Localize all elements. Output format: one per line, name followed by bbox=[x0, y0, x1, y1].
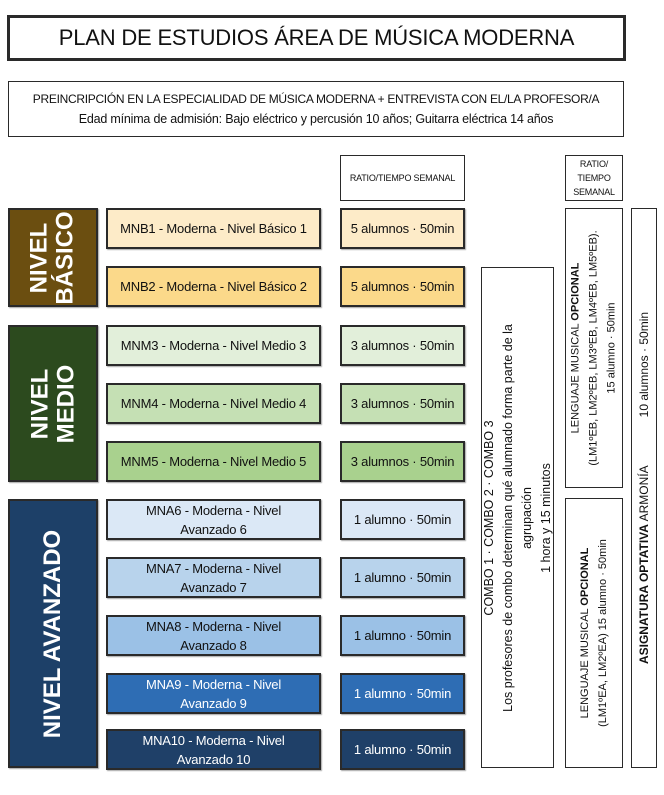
course-4: MNM4 - Moderna - Nivel Medio 4 bbox=[106, 383, 321, 424]
admission-info: PREINCRIPCIÓN EN LA ESPECIALIDAD DE MÚSI… bbox=[8, 81, 624, 137]
armonia-box: ASIGNATURA OPTATIVA ARMONÍA 10 alumnos · … bbox=[631, 208, 657, 768]
course-ratio-6: 1 alumno · 50min bbox=[340, 499, 465, 540]
combo-description: Los profesores de combo determinan qué a… bbox=[500, 323, 515, 712]
lenguaje-musical-basico-text: LENGUAJE MUSICAL OPCIONAL (LM1ºEB, LM2ºE… bbox=[567, 230, 621, 465]
lenguaje-musical-avanzado: LENGUAJE MUSICAL OPCIONAL (LM1ºEA, LM2ºE… bbox=[565, 498, 623, 768]
lm-basico-ratio: 15 alumno · 50min bbox=[606, 302, 618, 394]
course-ratio-text: 3 alumnos · 50min bbox=[350, 396, 455, 411]
course-name-line2: Avanzado 7 bbox=[180, 579, 247, 595]
armonia-optativa: ASIGNATURA OPTATIVA bbox=[637, 524, 652, 665]
combo-names: COMBO 1 · COMBO 2 · COMBO 3 bbox=[481, 419, 496, 616]
lm-basico-title: LENGUAJE MUSICAL bbox=[570, 320, 582, 434]
course-ratio-text: 3 alumnos · 50min bbox=[350, 454, 455, 469]
course-ratio-2: 5 alumnos · 50min bbox=[340, 266, 465, 307]
level-basico: NIVEL BÁSICO bbox=[8, 208, 98, 307]
course-name: MNB1 - Moderna - Nivel Básico 1 bbox=[120, 221, 307, 236]
level-avanzado: NIVEL AVANZADO bbox=[8, 499, 98, 768]
course-name: MNM3 - Moderna - Nivel Medio 3 bbox=[120, 338, 307, 353]
level-medio-label: NIVEL MEDIO bbox=[25, 364, 79, 443]
course-ratio-1: 5 alumnos · 50min bbox=[340, 208, 465, 249]
course-ratio-text: 5 alumnos · 50min bbox=[350, 279, 455, 294]
admission-requirement: PREINCRIPCIÓN EN LA ESPECIALIDAD DE MÚSI… bbox=[32, 92, 600, 106]
course-name-line2: Avanzado 10 bbox=[176, 751, 251, 767]
course-ratio-text: 1 alumno · 50min bbox=[353, 512, 452, 527]
course-ratio-7: 1 alumno · 50min bbox=[340, 557, 465, 598]
lm-basico-opcional: OPCIONAL bbox=[570, 262, 582, 321]
course-5: MNM5 - Moderna - Nivel Medio 5 bbox=[106, 441, 321, 482]
armonia-subject: ARMONÍA bbox=[637, 465, 652, 525]
combo-duration: 1 hora y 15 minutos bbox=[538, 462, 553, 573]
combo-text: COMBO 1 · COMBO 2 · COMBO 3 Los profesor… bbox=[480, 324, 556, 712]
course-ratio-9: 1 alumno · 50min bbox=[340, 673, 465, 714]
armonia-text: ASIGNATURA OPTATIVA ARMONÍA 10 alumnos · … bbox=[637, 312, 651, 664]
ratio-header-right-line3: SEMANAL bbox=[573, 187, 615, 197]
level-basico-line2: BÁSICO bbox=[52, 210, 79, 305]
ratio-header-right-line2: TIEMPO bbox=[577, 173, 611, 183]
course-name-line2: Avanzado 6 bbox=[180, 521, 247, 537]
course-3: MNM3 - Moderna - Nivel Medio 3 bbox=[106, 325, 321, 366]
lm-avanzado-title: LENGUAJE MUSICAL bbox=[579, 605, 591, 719]
course-name-line1: MNA7 - Moderna - Nivel bbox=[145, 560, 282, 576]
combo-box: COMBO 1 · COMBO 2 · COMBO 3 Los profesor… bbox=[481, 267, 554, 768]
minimum-age: Edad mínima de admisión: Bajo eléctrico … bbox=[78, 112, 554, 126]
ratio-header-text: RATIO/TIEMPO SEMANAL bbox=[349, 173, 456, 183]
lm-avanzado-opcional: OPCIONAL bbox=[579, 547, 591, 606]
course-ratio-10: 1 alumno · 50min bbox=[340, 729, 465, 770]
page-title: PLAN DE ESTUDIOS ÁREA DE MÚSICA MODERNA bbox=[7, 15, 626, 61]
course-name: MNM5 - Moderna - Nivel Medio 5 bbox=[120, 454, 307, 469]
course-ratio-3: 3 alumnos · 50min bbox=[340, 325, 465, 366]
level-medio-line2: MEDIO bbox=[51, 364, 79, 443]
course-2: MNB2 - Moderna - Nivel Básico 2 bbox=[106, 266, 321, 307]
course-name-line1: MNA8 - Moderna - Nivel bbox=[145, 618, 282, 634]
armonia-ratio: 10 alumnos · 50min bbox=[637, 311, 652, 418]
ratio-header-right-line1: RATIO/ bbox=[579, 159, 609, 169]
course-ratio-8: 1 alumno · 50min bbox=[340, 615, 465, 656]
lm-basico-courses: (LM1ºEB, LM2ºEB, LM3ºEB, LM4ºEB, LM5ºEB)… bbox=[588, 230, 600, 466]
course-ratio-text: 1 alumno · 50min bbox=[353, 570, 452, 585]
lm-avanzado-courses: (LM1ºEA, LM2ºEA) 15 alumno · 50min bbox=[597, 539, 609, 727]
ratio-header-right: RATIO/ TIEMPO SEMANAL bbox=[565, 155, 623, 201]
course-name-line1: MNA10 - Moderna - Nivel bbox=[142, 732, 285, 748]
combo-description-cont: agrupación bbox=[519, 486, 534, 549]
course-name: MNB2 - Moderna - Nivel Básico 2 bbox=[120, 279, 307, 294]
course-name-line1: MNA9 - Moderna - Nivel bbox=[145, 676, 282, 692]
lenguaje-musical-basico: LENGUAJE MUSICAL OPCIONAL (LM1ºEB, LM2ºE… bbox=[565, 208, 623, 488]
course-ratio-4: 3 alumnos · 50min bbox=[340, 383, 465, 424]
ratio-header: RATIO/TIEMPO SEMANAL bbox=[340, 155, 465, 201]
level-avanzado-label: NIVEL AVANZADO bbox=[39, 529, 67, 738]
course-name-line1: MNA6 - Moderna - Nivel bbox=[145, 502, 282, 518]
course-ratio-text: 1 alumno · 50min bbox=[353, 628, 452, 643]
course-name: MNM4 - Moderna - Nivel Medio 4 bbox=[120, 396, 307, 411]
course-ratio-text: 5 alumnos · 50min bbox=[350, 221, 455, 236]
page-title-text: PLAN DE ESTUDIOS ÁREA DE MÚSICA MODERNA bbox=[58, 25, 575, 50]
course-ratio-text: 1 alumno · 50min bbox=[353, 742, 452, 757]
level-medio-line1: NIVEL bbox=[25, 368, 53, 439]
level-medio: NIVEL MEDIO bbox=[8, 325, 98, 482]
level-basico-line1: NIVEL bbox=[26, 222, 53, 293]
course-ratio-text: 1 alumno · 50min bbox=[353, 686, 452, 701]
course-ratio-text: 3 alumnos · 50min bbox=[350, 338, 455, 353]
level-basico-label: NIVEL BÁSICO bbox=[26, 210, 79, 305]
course-name-line2: Avanzado 8 bbox=[180, 637, 247, 653]
course-1: MNB1 - Moderna - Nivel Básico 1 bbox=[106, 208, 321, 249]
lenguaje-musical-avanzado-text: LENGUAJE MUSICAL OPCIONAL (LM1ºEA, LM2ºE… bbox=[576, 539, 612, 727]
course-ratio-5: 3 alumnos · 50min bbox=[340, 441, 465, 482]
course-name-line2: Avanzado 9 bbox=[180, 695, 247, 711]
